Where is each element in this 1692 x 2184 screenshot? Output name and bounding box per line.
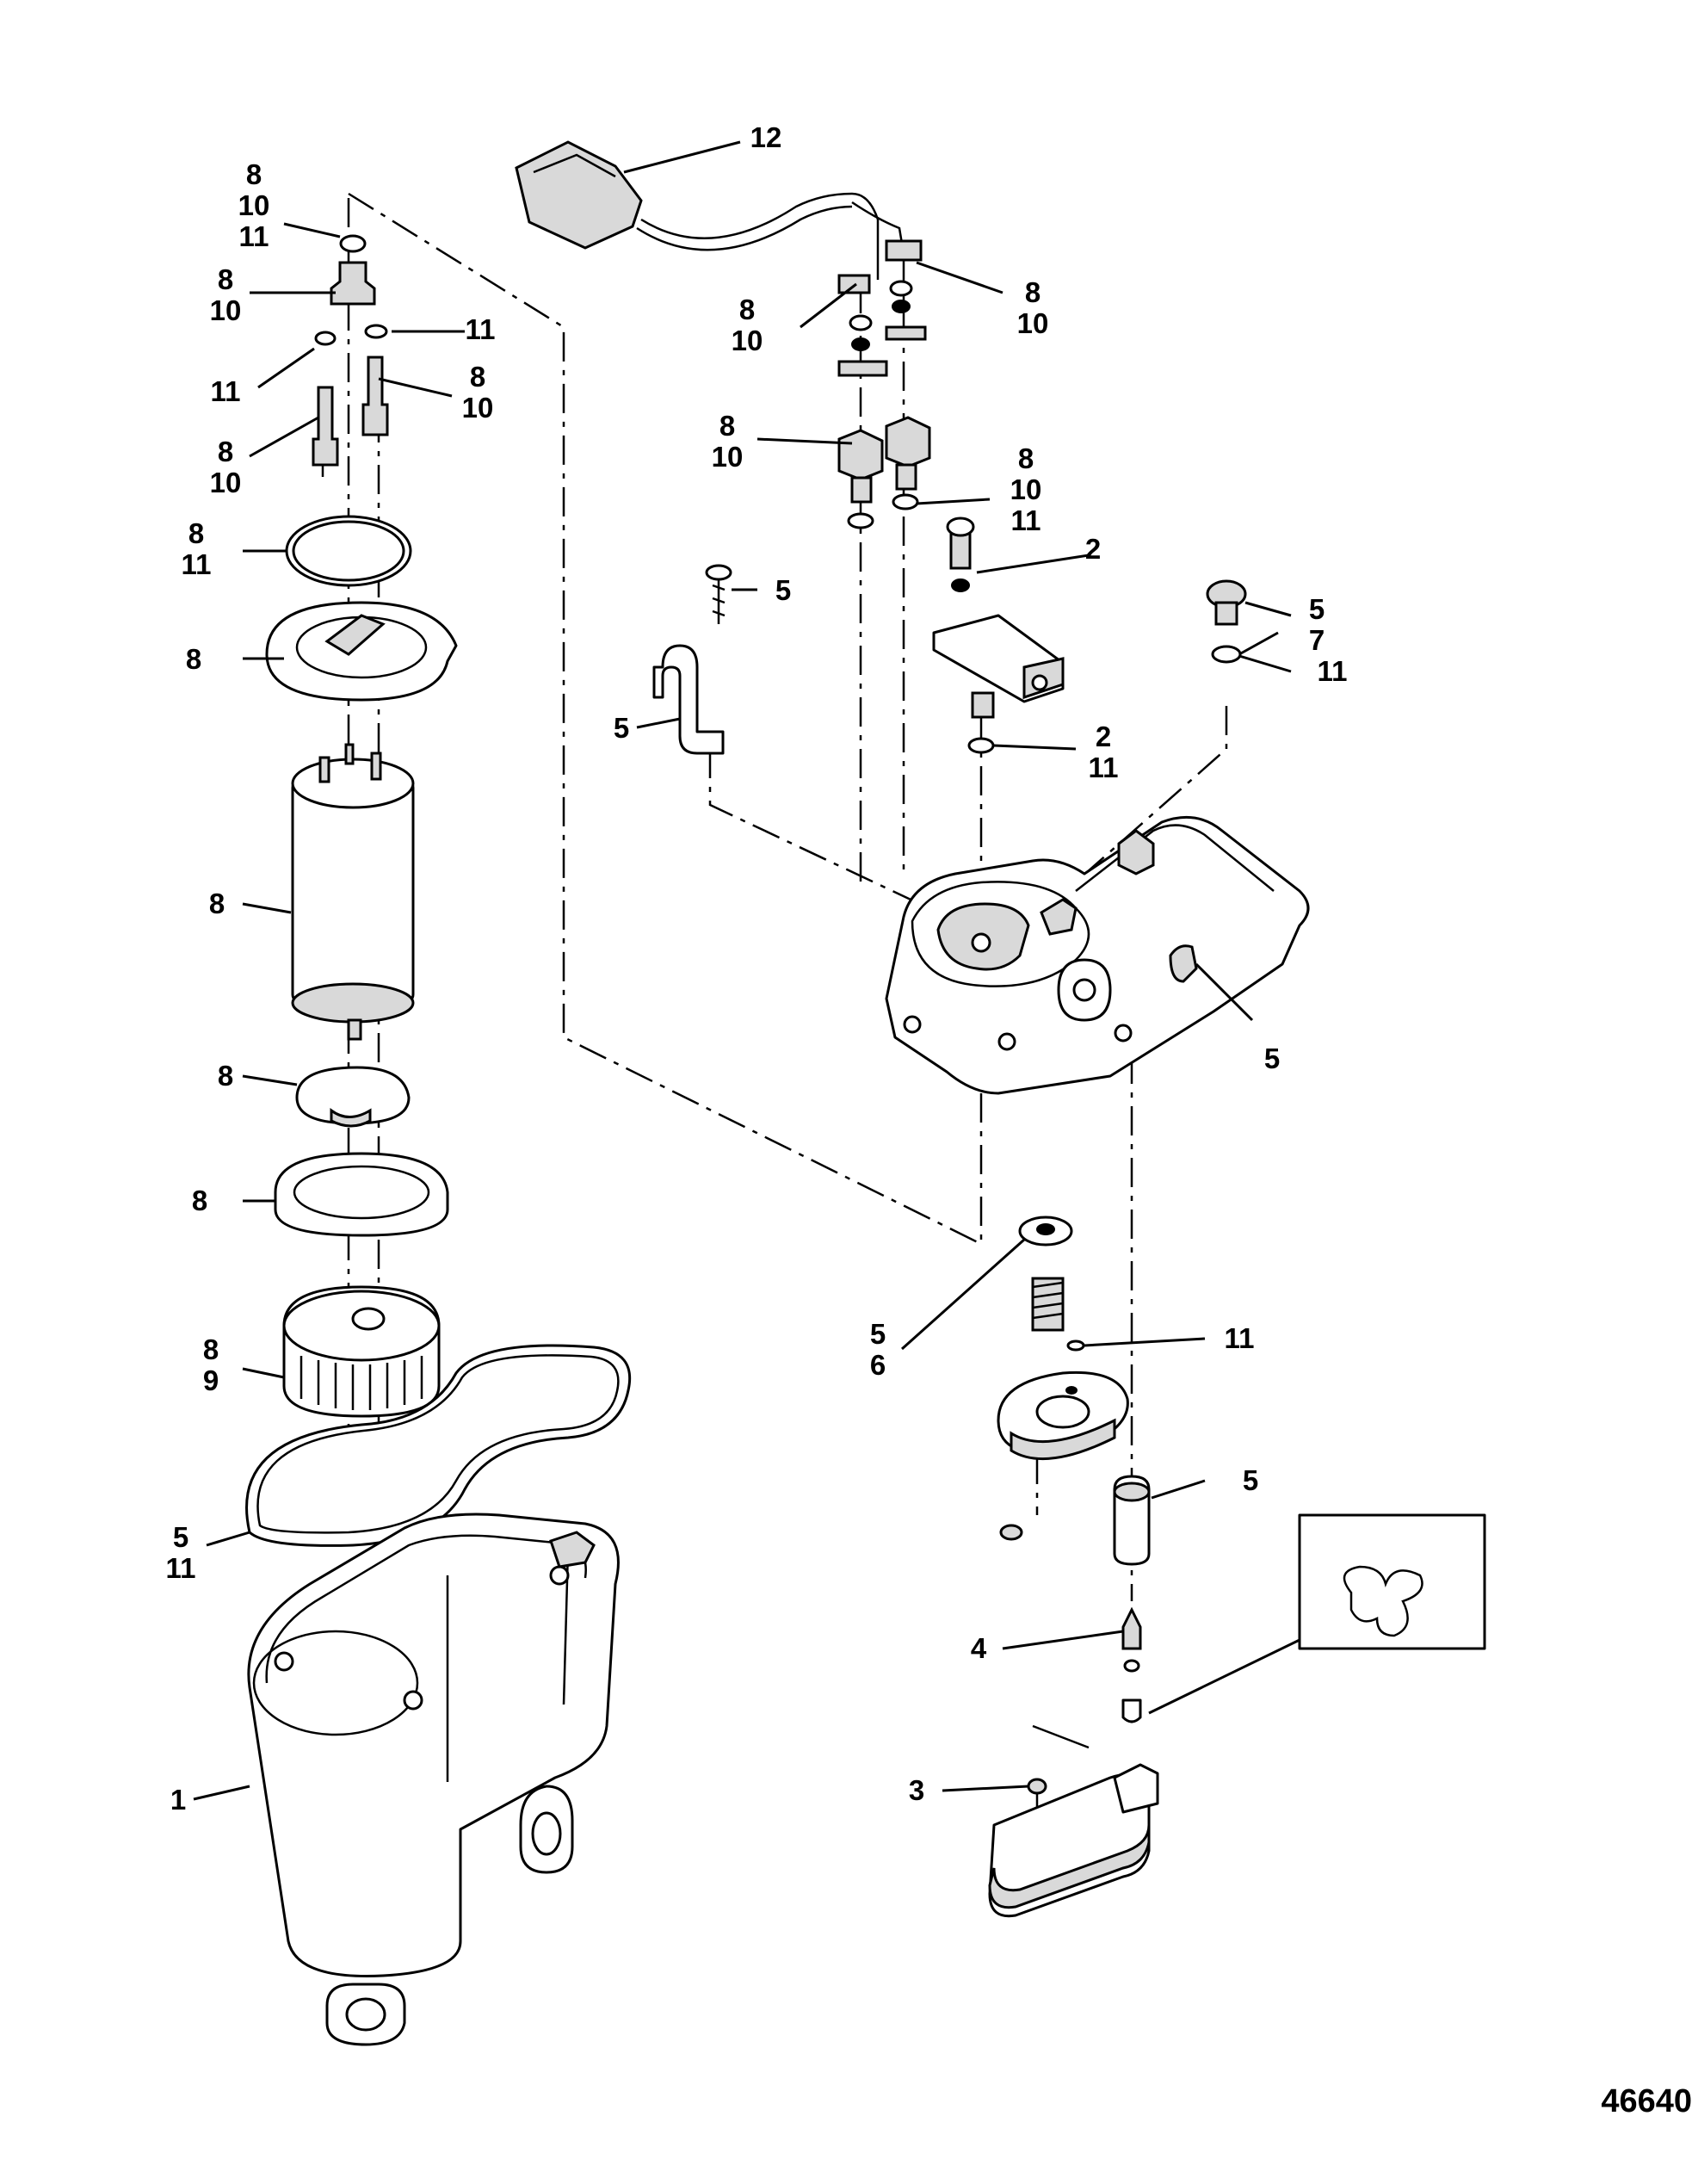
retaining-clip	[652, 644, 725, 755]
electric-fuel-pump	[291, 743, 415, 1041]
callout-5-screw: 5	[775, 574, 792, 606]
needle-valve	[1121, 1606, 1142, 1650]
pump-bracket	[295, 1066, 411, 1125]
callout-8-10-terminal-right: 8 10	[1016, 276, 1049, 339]
callout-8-cover-plate: 8	[185, 643, 202, 675]
fuel-reservoir-body	[247, 1513, 620, 2046]
callout-5-clip: 5	[613, 712, 630, 744]
vent-cap	[1206, 579, 1247, 664]
callout-8-pump-bracket: 8	[217, 1060, 234, 1092]
fuel-filter-element	[282, 1285, 441, 1418]
callout-5-cover: 5	[1263, 1043, 1281, 1074]
strainer-support	[274, 1152, 449, 1237]
callout-8-fuel-pump: 8	[208, 888, 225, 919]
callout-8-10-connector: 8 10	[711, 410, 744, 473]
callout-8-10-terminal-left: 8 10	[731, 294, 763, 356]
callout-1-reservoir: 1	[170, 1784, 187, 1816]
inset-detail-box	[1148, 1513, 1486, 1715]
sensor-right	[361, 356, 389, 436]
callout-8-11-large-o-ring: 8 11	[181, 517, 212, 580]
callout-3-float: 3	[908, 1774, 925, 1806]
callout-2-fitting: 2	[1084, 533, 1102, 565]
callout-leaders	[193, 140, 1292, 1801]
callout-2-11-fitting-o-ring: 2 11	[1088, 721, 1119, 783]
o-ring-top	[339, 234, 367, 253]
callout-8-strainer-support: 8	[191, 1185, 208, 1216]
fuel-pump-assembly	[245, 234, 632, 2046]
sensor-left	[312, 386, 339, 467]
harness-and-cover-assembly	[515, 140, 1486, 1918]
inset-clip-icon	[1343, 1565, 1423, 1637]
fuel-fitting-banjo	[932, 517, 1065, 754]
callout-8-10-fitting: 8 10	[209, 263, 242, 326]
callout-5-float-valve-body: 5	[1242, 1464, 1259, 1496]
pressure-regulator-parts	[997, 1216, 1129, 1541]
wiring-harness-connector	[515, 140, 905, 280]
screw-top	[705, 564, 732, 624]
callout-11-vent-o-ring: 11	[1317, 655, 1348, 687]
callout-5-11-gasket: 5 11	[165, 1521, 196, 1584]
callout-5-7-vent-cap: 5 7	[1308, 593, 1325, 656]
harness-terminals	[837, 239, 931, 529]
callout-8-10-left-sensor: 8 10	[209, 436, 242, 498]
callout-8-9-filter: 8 9	[202, 1333, 219, 1396]
callout-12-harness: 12	[750, 121, 782, 153]
callout-11-left-o-ring: 11	[210, 375, 241, 407]
float-valve-parts	[988, 1475, 1159, 1918]
callout-8-10-11-connector: 8 10 11	[1010, 442, 1042, 536]
figure-number: 46640	[1601, 2083, 1692, 2119]
fitting-top	[330, 261, 376, 306]
callout-11-right-o-ring: 11	[465, 313, 496, 345]
callout-4-needle-valve: 4	[970, 1632, 987, 1664]
callout-8-10-11-top: 8 10 11	[238, 158, 270, 252]
pump-cover-housing	[885, 815, 1310, 1095]
callout-11-regulator-o-ring: 11	[1224, 1322, 1255, 1354]
callout-8-10-right-sensor: 8 10	[461, 361, 494, 424]
callout-5-6-regulator: 5 6	[869, 1318, 886, 1381]
